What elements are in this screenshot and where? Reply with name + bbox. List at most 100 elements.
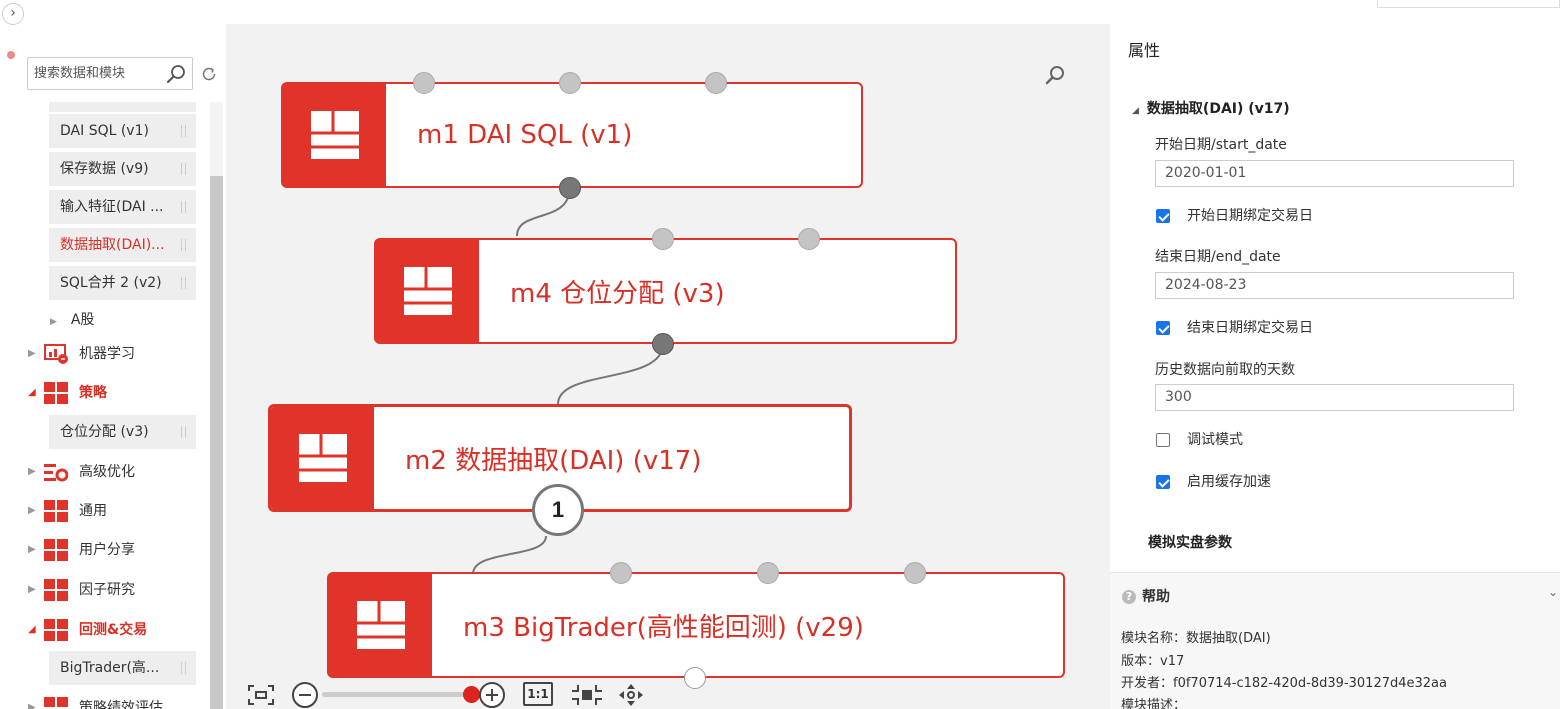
module-item-position-allocation[interactable]: 仓位分配 (v3): [49, 415, 196, 449]
module-item-input-features[interactable]: 输入特征(DAI ...: [49, 190, 196, 224]
node-title: m2 数据抽取(DAI) (v17): [405, 445, 702, 476]
actual-size-button[interactable]: 1:1: [523, 682, 553, 706]
collapse-arrow-icon: ◢: [28, 624, 36, 635]
help-panel: ?帮助 ⌄ 模块名称：数据抽取(DAI) 版本：v17 开发者：f0f70714…: [1110, 572, 1560, 709]
grid-module-icon: [271, 407, 374, 509]
history-days-input[interactable]: 300: [1155, 384, 1514, 411]
pan-move-icon[interactable]: [616, 683, 646, 707]
module-item-dai-sql[interactable]: DAI SQL (v1): [49, 114, 196, 148]
expand-arrow-icon: ▶: [28, 466, 36, 477]
module-item-save-data[interactable]: 保存数据 (v9): [49, 152, 196, 186]
input-port[interactable]: [652, 228, 674, 250]
grid-module-icon: [44, 539, 68, 561]
canvas-search-icon[interactable]: [1044, 64, 1066, 86]
workflow-node-m3[interactable]: m3 BigTrader(高性能回测) (v29): [327, 562, 1065, 689]
collapse-arrow-icon: ◢: [28, 387, 36, 398]
expand-panel-icon[interactable]: ›: [2, 3, 24, 25]
properties-panel: 属性 ◢数据抽取(DAI) (v17) 开始日期/start_date 2020…: [1110, 0, 1560, 709]
sidebar-scrollbar-thumb[interactable]: [210, 176, 223, 709]
input-port[interactable]: [559, 72, 581, 94]
expand-arrow-icon: ▶: [28, 584, 36, 595]
module-item-label: 仓位分配 (v3): [60, 424, 149, 440]
property-group-title: 数据抽取(DAI) (v17): [1146, 101, 1290, 117]
grid-module-icon: [376, 240, 479, 342]
category-user-share[interactable]: ▶ 用户分享: [26, 533, 206, 567]
input-port[interactable]: [610, 562, 632, 584]
canvas-toolbar: 1:1: [246, 679, 666, 709]
input-port[interactable]: [757, 562, 779, 584]
output-port[interactable]: [652, 333, 674, 355]
simulation-params-section[interactable]: 模拟实盘参数: [1148, 535, 1232, 551]
workflow-node-m1[interactable]: m1 DAI SQL (v1): [281, 72, 863, 199]
category-backtest-trading[interactable]: ◢ 回测&交易: [26, 613, 206, 647]
output-port[interactable]: [684, 667, 706, 689]
canvas-header: [226, 0, 1110, 24]
refresh-icon[interactable]: [201, 66, 217, 82]
debug-mode-checkbox[interactable]: [1156, 433, 1170, 447]
category-label: 因子研究: [79, 582, 135, 598]
category-factor-research[interactable]: ▶ 因子研究: [26, 573, 206, 607]
start-date-input[interactable]: 2020-01-01: [1155, 160, 1514, 187]
module-item-label: 输入特征(DAI ...: [60, 199, 164, 215]
chevron-down-icon[interactable]: ⌄: [1547, 585, 1558, 599]
module-item-label: 数据抽取(DAI)...: [60, 237, 165, 253]
zoom-in-icon[interactable]: [478, 681, 506, 709]
node-title: m3 BigTrader(高性能回测) (v29): [463, 612, 864, 643]
drag-handle-icon[interactable]: [181, 163, 186, 175]
expand-arrow-icon: ▶: [28, 544, 36, 555]
drag-handle-icon[interactable]: [181, 662, 186, 674]
input-port[interactable]: [705, 72, 727, 94]
category-label: 回测&交易: [79, 622, 148, 638]
sidebar-scrollbar[interactable]: [210, 102, 223, 709]
input-port[interactable]: [413, 72, 435, 94]
zoom-slider-knob[interactable]: [462, 686, 480, 703]
center-view-icon[interactable]: [572, 683, 602, 707]
start-bind-checkbox[interactable]: [1156, 209, 1170, 223]
module-item-label: 保存数据 (v9): [60, 161, 149, 177]
expand-arrow-icon: ▶: [50, 317, 57, 327]
debug-mode-label: 调试模式: [1187, 432, 1243, 448]
fit-view-icon[interactable]: [246, 683, 276, 707]
category-advanced-optimization[interactable]: ▶ 高级优化: [26, 455, 206, 489]
drag-handle-icon[interactable]: [181, 125, 186, 137]
workflow-node-m2[interactable]: m2 数据抽取(DAI) (v17) 1: [268, 404, 852, 536]
help-question-icon: ?: [1122, 590, 1136, 604]
module-item-bigtrader[interactable]: BigTrader(高...: [49, 651, 196, 685]
module-search-input[interactable]: [28, 58, 160, 88]
search-icon[interactable]: [166, 64, 186, 84]
module-sidebar: ‹ DAI SQL (v1) 保存数据 (v9) 输入特征(DAI .: [26, 0, 226, 709]
category-label: 策略绩效评估: [79, 700, 163, 709]
property-group-toggle[interactable]: ◢ 数据抽取(DAI) (v17): [1132, 98, 1290, 118]
input-port[interactable]: [904, 562, 926, 584]
drag-handle-icon[interactable]: [181, 277, 186, 289]
collapse-arrow-icon: ◢: [1132, 106, 1139, 116]
expand-arrow-icon: ▶: [28, 348, 36, 359]
module-item-data-extract[interactable]: 数据抽取(DAI)...: [49, 228, 196, 262]
input-port[interactable]: [798, 228, 820, 250]
workflow-node-m4[interactable]: m4 仓位分配 (v3): [374, 228, 957, 355]
zoom-slider[interactable]: [322, 692, 502, 697]
end-bind-checkbox[interactable]: [1156, 321, 1170, 335]
category-label: 策略: [79, 385, 107, 401]
drag-handle-icon[interactable]: [181, 426, 186, 438]
module-search: [27, 57, 193, 90]
drag-handle-icon[interactable]: [181, 201, 186, 213]
category-machine-learning[interactable]: ▶ 机器学习: [26, 337, 206, 371]
help-module-name: 模块名称：数据抽取(DAI): [1121, 631, 1271, 646]
category-performance[interactable]: ▶ 策略绩效评估: [26, 691, 206, 709]
category-strategy[interactable]: ◢ 策略: [26, 376, 206, 410]
drag-handle-icon[interactable]: [181, 239, 186, 251]
enable-cache-label: 启用缓存加速: [1187, 474, 1271, 490]
enable-cache-checkbox[interactable]: [1156, 475, 1170, 489]
workflow-canvas[interactable]: m1 DAI SQL (v1) m4 仓位分配 (v3) m2 数据抽取(DAI…: [226, 24, 1110, 709]
end-date-input[interactable]: 2024-08-23: [1155, 272, 1514, 299]
output-port[interactable]: [559, 177, 581, 199]
sub-category-a-shares[interactable]: ▶A股: [50, 305, 200, 335]
category-general[interactable]: ▶ 通用: [26, 494, 206, 528]
help-toggle[interactable]: ?帮助: [1122, 586, 1170, 606]
module-item-label: BigTrader(高...: [60, 660, 160, 676]
zoom-out-icon[interactable]: [291, 681, 319, 709]
module-item-sql-merge[interactable]: SQL合并 2 (v2): [49, 266, 196, 300]
output-count-badge[interactable]: 1: [532, 484, 584, 536]
notification-dot: [7, 51, 15, 59]
